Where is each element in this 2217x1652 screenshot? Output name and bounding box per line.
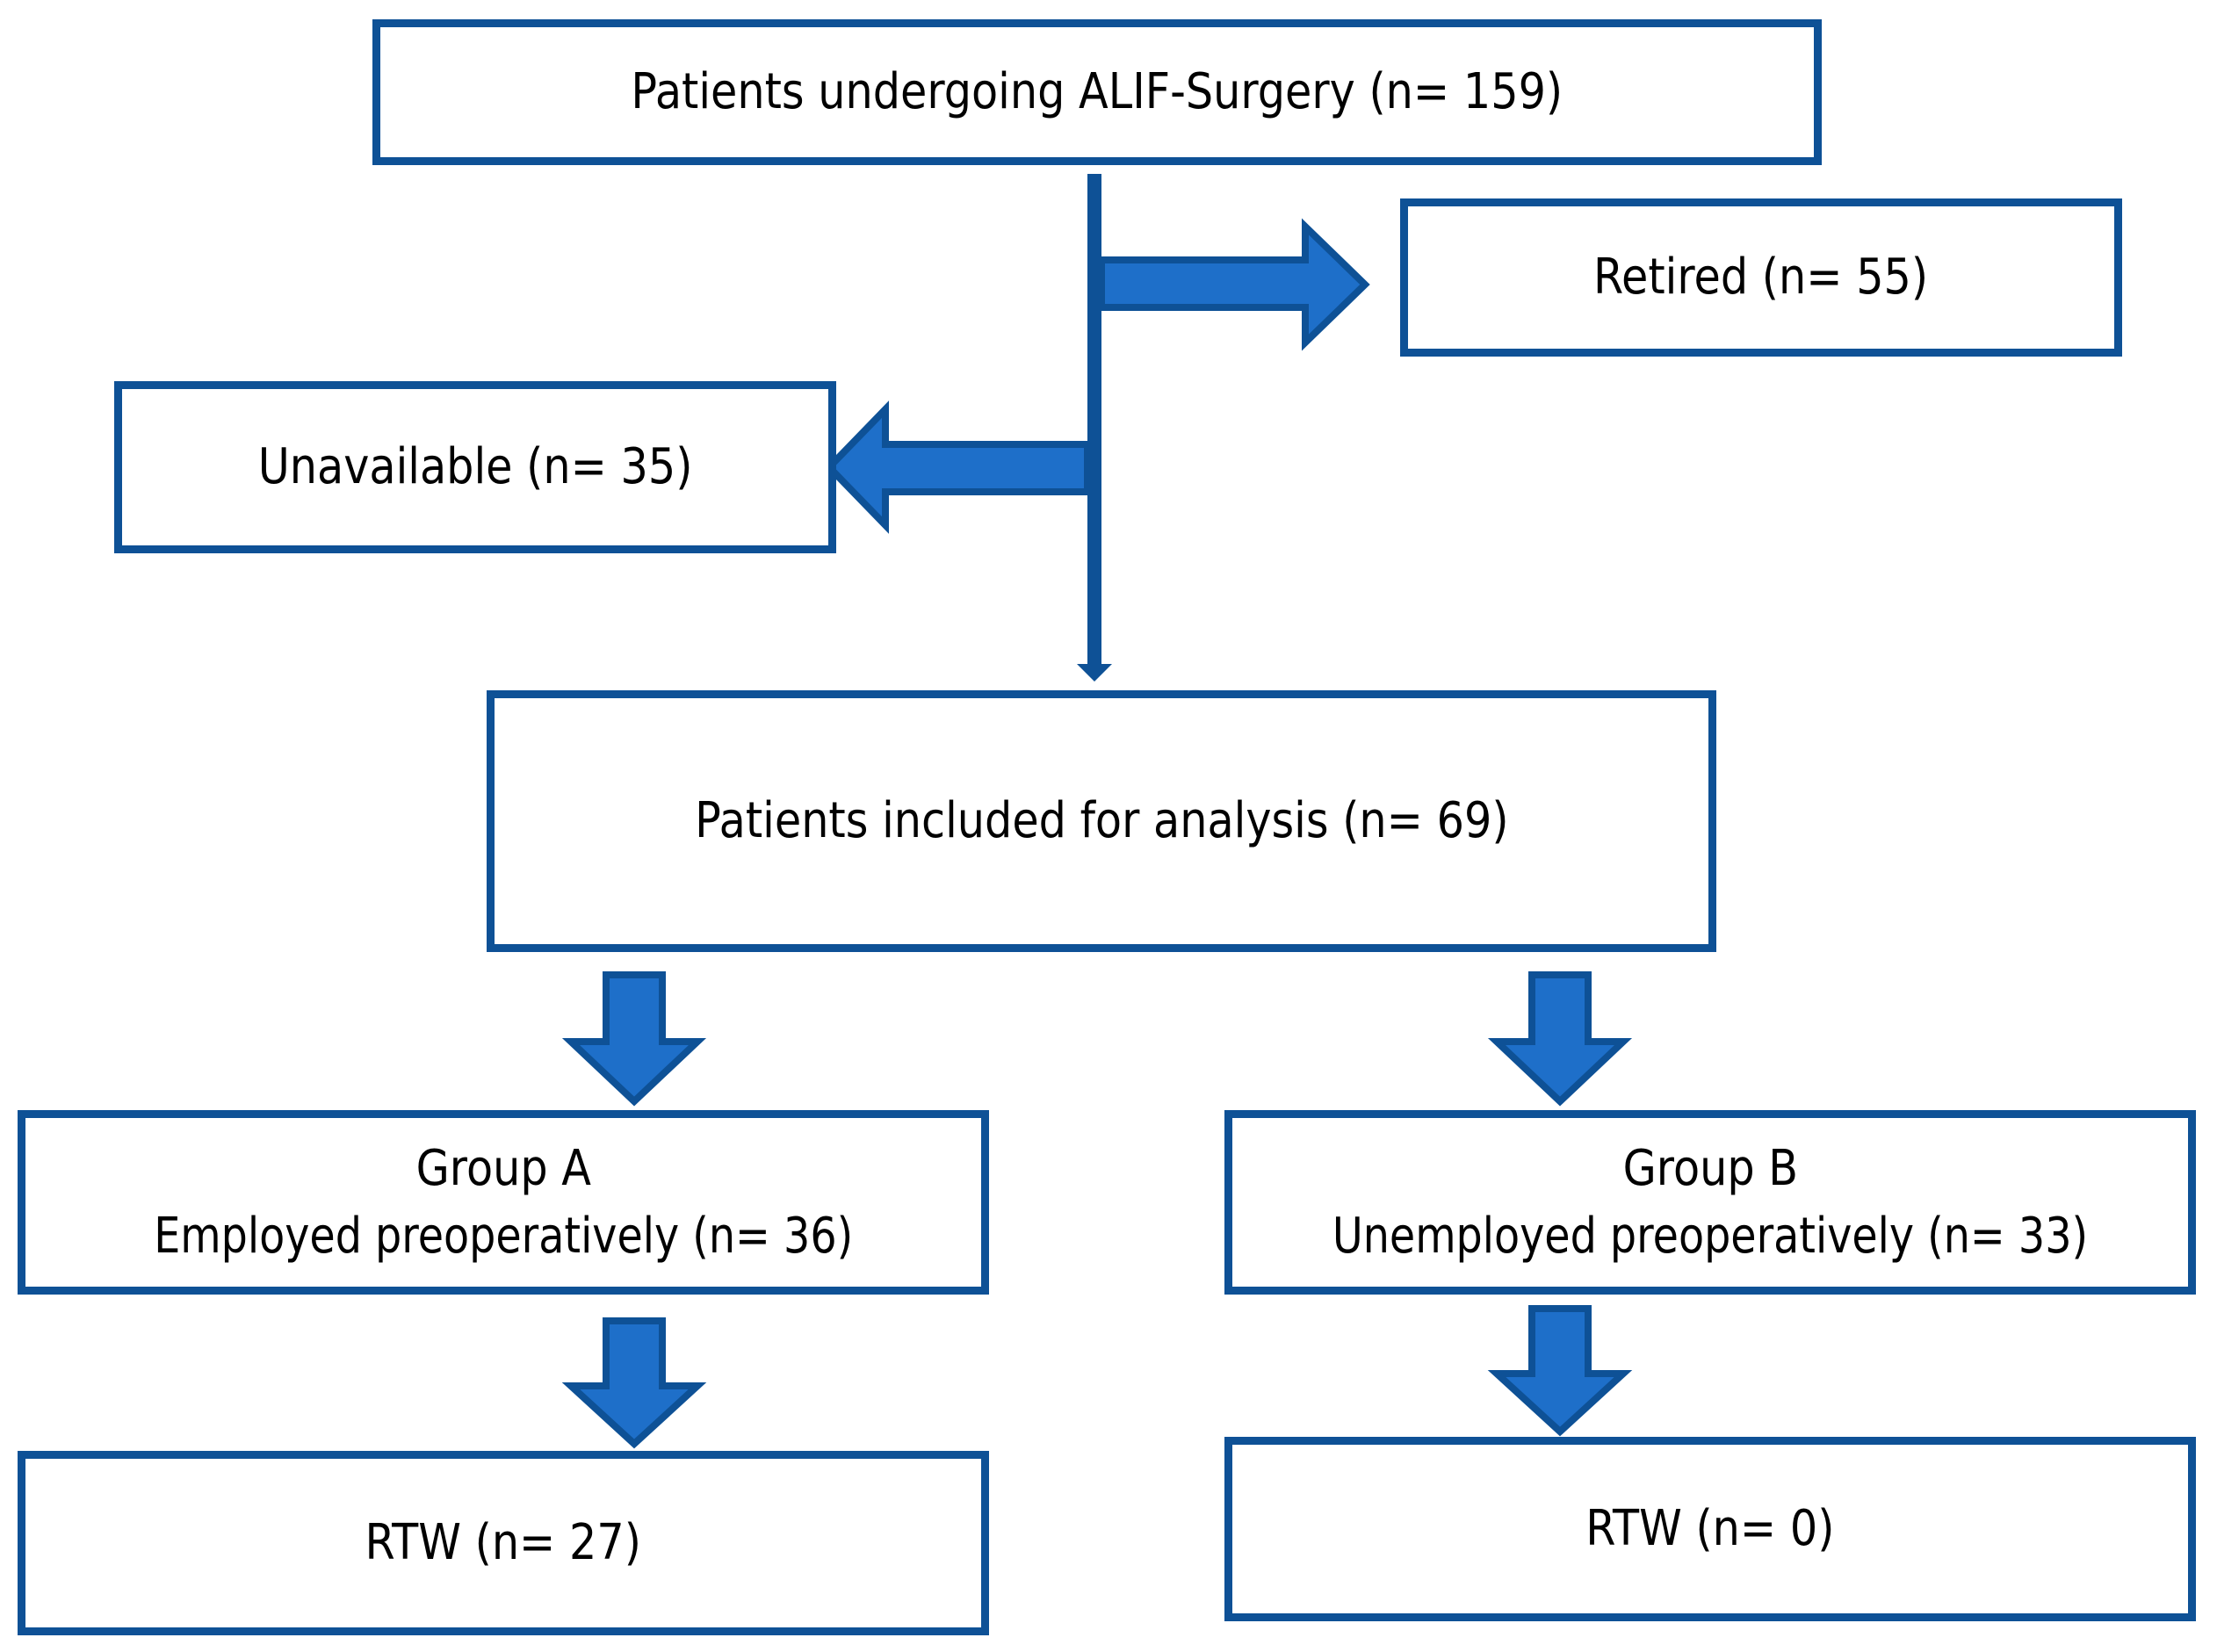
node-rtw-a: RTW (n= 27)	[18, 1451, 989, 1635]
node-included: Patients included for analysis (n= 69)	[487, 690, 1716, 952]
edge-total-to-unavailable	[824, 400, 1091, 534]
node-rtw-a-label: RTW (n= 27)	[365, 1514, 642, 1572]
node-included-label: Patients included for analysis (n= 69)	[694, 792, 1509, 850]
node-group-b: Group B Unemployed preoperatively (n= 33…	[1224, 1110, 2196, 1295]
edge-total-to-included	[1077, 174, 1112, 682]
node-retired: Retired (n= 55)	[1400, 198, 2122, 357]
edge-group-b-to-rtw-b	[1487, 1305, 1633, 1437]
edge-included-to-group-a	[561, 971, 707, 1107]
node-group-a-subtitle: Employed preoperatively (n= 36)	[154, 1208, 853, 1265]
edge-total-to-retired	[1098, 218, 1370, 351]
node-total-patients: Patients undergoing ALIF-Surgery (n= 159…	[372, 19, 1822, 165]
node-rtw-b-label: RTW (n= 0)	[1585, 1500, 1835, 1558]
node-total-label: Patients undergoing ALIF-Surgery (n= 159…	[631, 63, 1563, 121]
node-group-a-title: Group A	[415, 1139, 591, 1197]
node-group-b-subtitle: Unemployed preoperatively (n= 33)	[1332, 1208, 2089, 1265]
node-unavailable-label: Unavailable (n= 35)	[257, 438, 693, 496]
edge-group-a-to-rtw-a	[561, 1317, 707, 1449]
edge-included-to-group-b	[1487, 971, 1633, 1107]
node-unavailable: Unavailable (n= 35)	[114, 381, 836, 553]
node-rtw-b: RTW (n= 0)	[1224, 1437, 2196, 1621]
node-group-b-title: Group B	[1622, 1139, 1798, 1197]
node-retired-label: Retired (n= 55)	[1593, 249, 1929, 307]
node-group-a: Group A Employed preoperatively (n= 36)	[18, 1110, 989, 1295]
